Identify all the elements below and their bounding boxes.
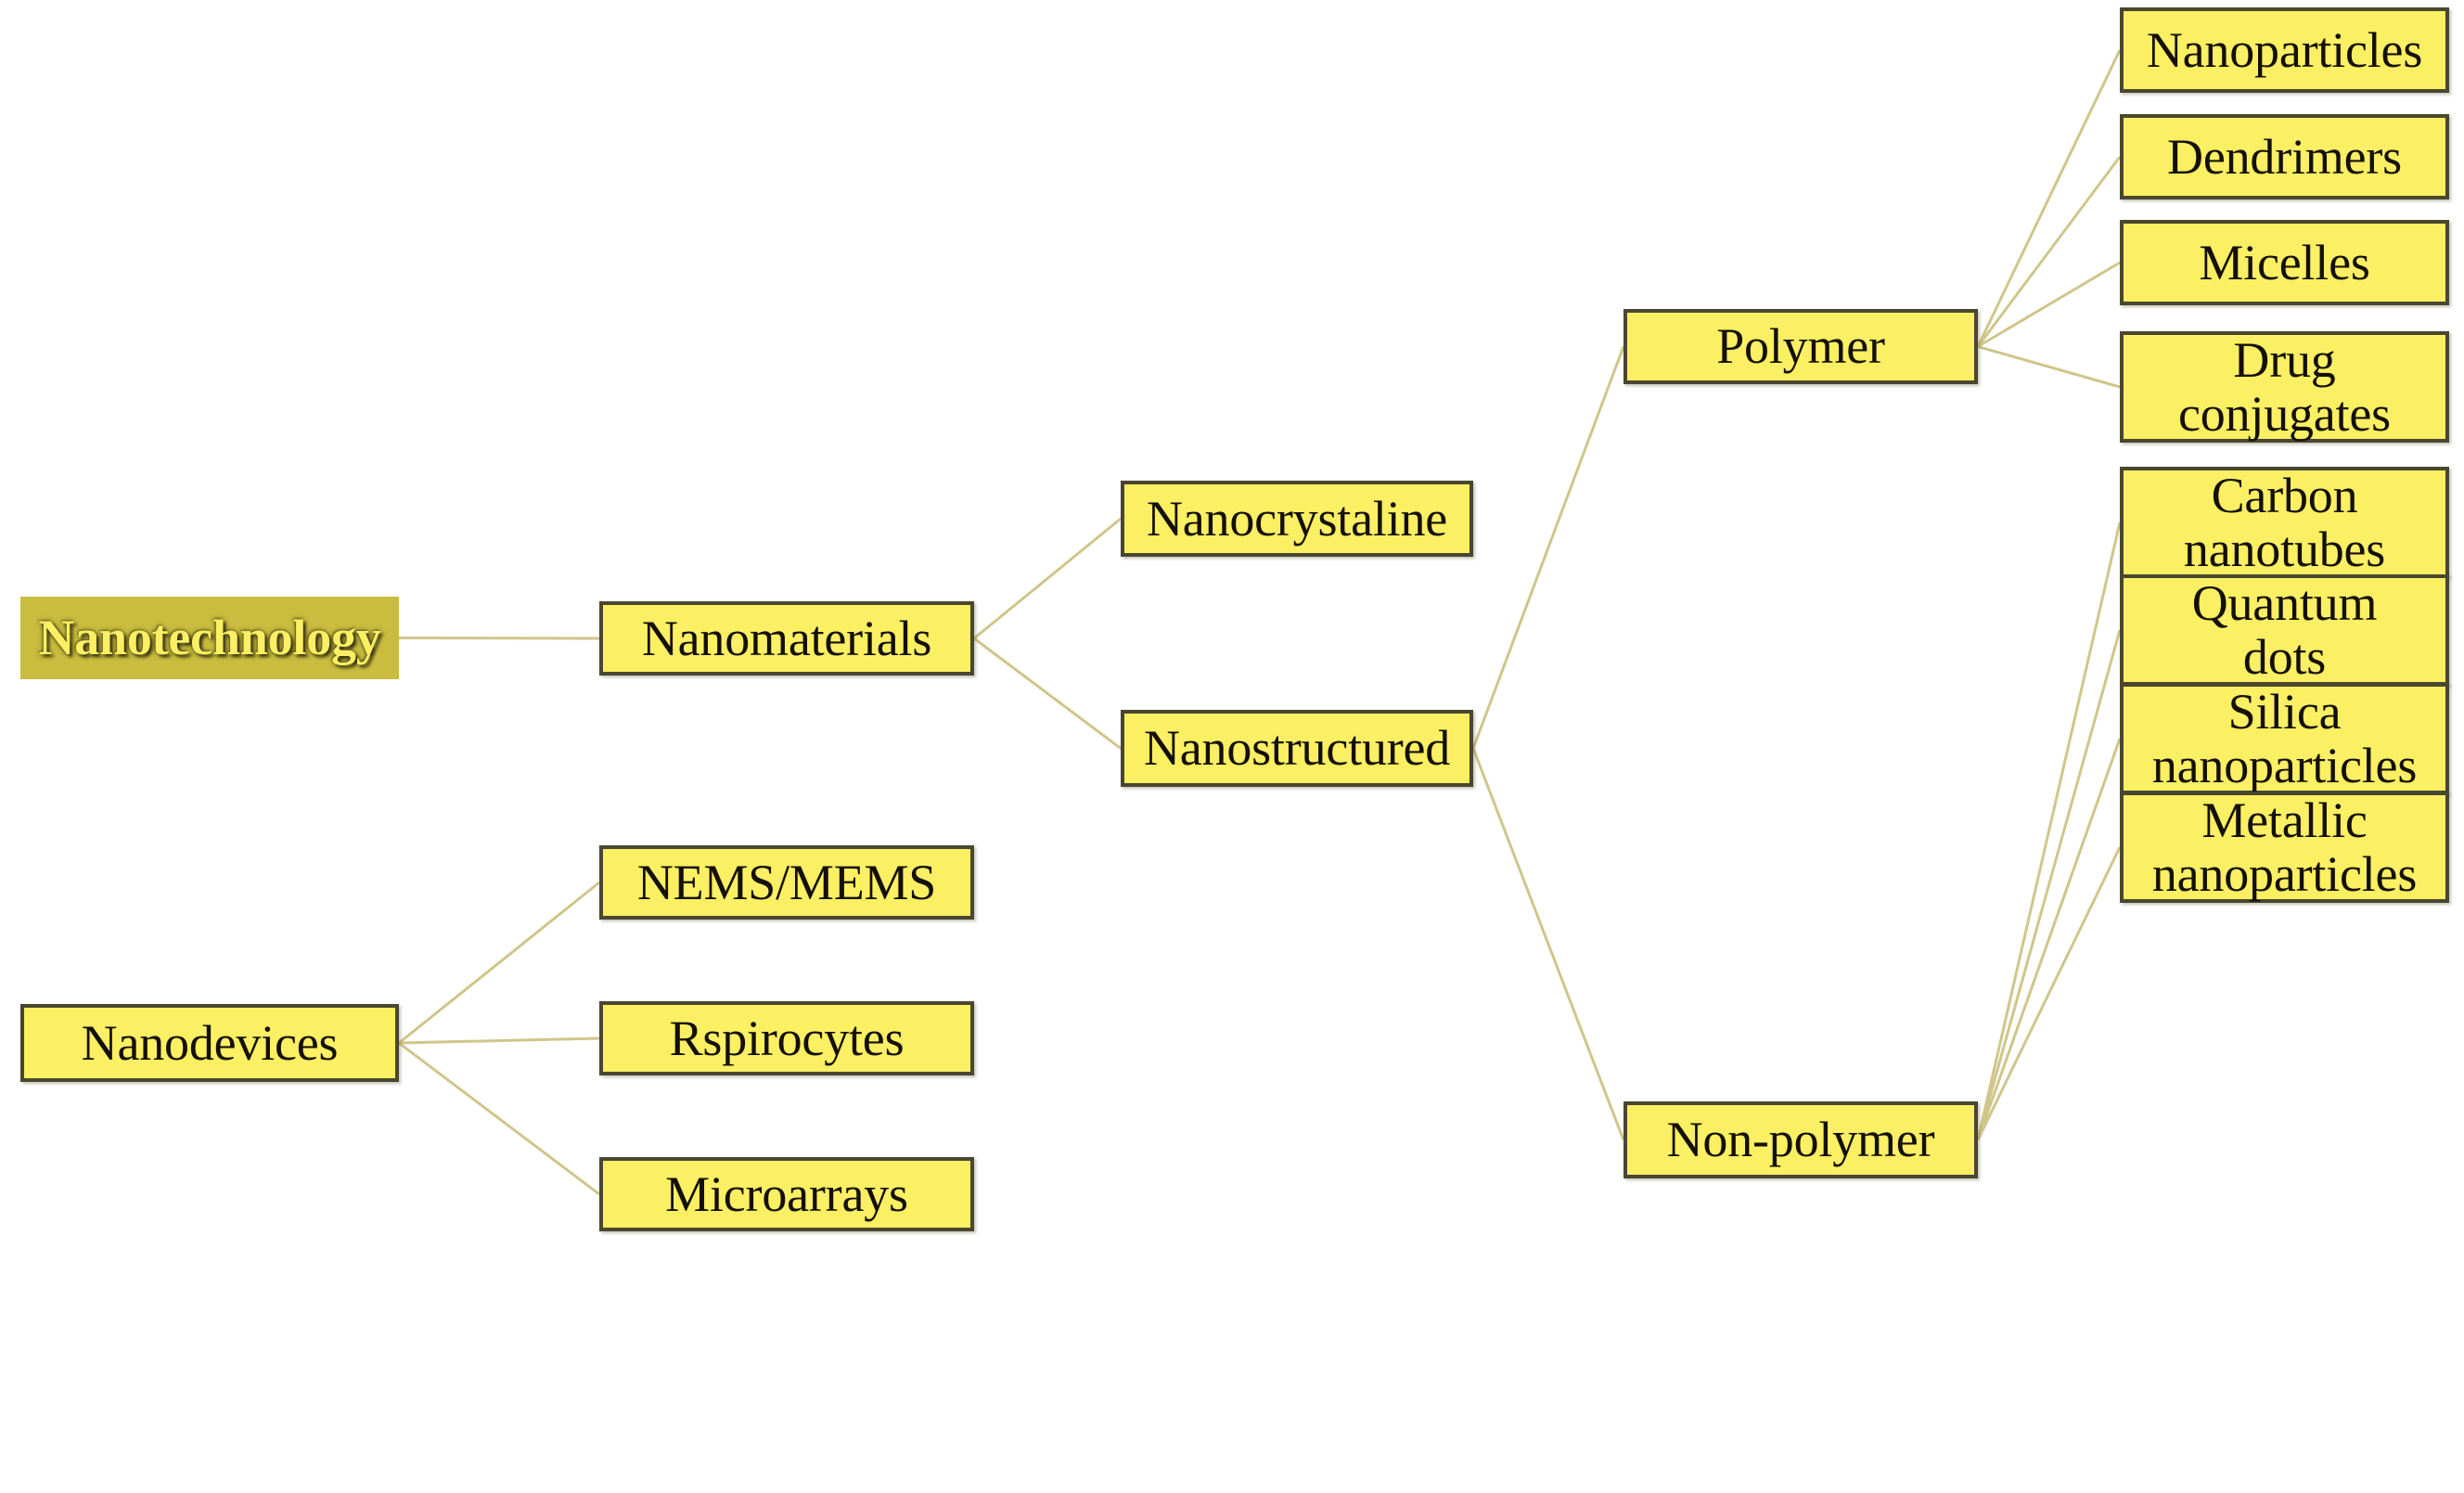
node-label-metallicnanop: Metallic nanoparticles [2151, 792, 2418, 902]
edge-nanodevices-to-microarrays [398, 1041, 600, 1196]
node-label-microarrays: Microarrays [665, 1165, 908, 1222]
node-microarrays[interactable]: Microarrays [599, 1157, 974, 1231]
node-label-silicananop: Silica nanoparticles [2151, 683, 2418, 793]
node-nanodevices[interactable]: Nanodevices [20, 1004, 399, 1082]
node-label-nonpolymer: Non-polymer [1666, 1112, 1935, 1168]
edge-nonpolymer-to-quantumdots [1976, 629, 2122, 1140]
node-label-nanostructured: Nanostructured [1143, 720, 1451, 777]
edge-nonpolymer-to-silicananop [1976, 738, 2122, 1141]
node-micelles[interactable]: Micelles [2120, 220, 2449, 305]
node-nanotechnology[interactable]: Nanotechnology [20, 597, 399, 679]
edge-polymer-to-dendrimers [1976, 156, 2122, 348]
edge-polymer-to-drugconjugates [1977, 345, 2121, 389]
node-nanocrystaline[interactable]: Nanocrystaline [1121, 481, 1473, 557]
node-quantumdots[interactable]: Quantum dots [2120, 574, 2449, 686]
edge-nanotechnology-to-nanomaterials [398, 637, 600, 640]
node-metallicnanop[interactable]: Metallic nanoparticles [2120, 792, 2449, 903]
edge-nanodevices-to-rspirocytes [398, 1036, 600, 1045]
node-label-nanodevices: Nanodevices [81, 1014, 339, 1071]
node-label-quantumdots: Quantum dots [2191, 574, 2378, 685]
node-label-nemsmems: NEMS/MEMS [636, 854, 937, 910]
edge-nanomaterials-to-nanocrystaline [973, 517, 1122, 640]
node-label-nanocrystaline: Nanocrystaline [1146, 490, 1448, 547]
node-label-dendrimers: Dendrimers [2167, 128, 2402, 185]
node-label-drugconjugates: Drug conjugates [2178, 331, 2391, 442]
node-dendrimers[interactable]: Dendrimers [2120, 114, 2449, 199]
node-nanoparticles[interactable]: Nanoparticles [2120, 7, 2449, 93]
node-nanostructured[interactable]: Nanostructured [1121, 710, 1473, 787]
node-label-nanomaterials: Nanomaterials [641, 610, 932, 666]
edge-nanodevices-to-nemsmems [398, 881, 600, 1045]
node-label-polymer: Polymer [1716, 318, 1885, 375]
node-nanomaterials[interactable]: Nanomaterials [599, 601, 974, 676]
edge-nanostructured-to-nonpolymer [1471, 747, 1625, 1141]
node-polymer[interactable]: Polymer [1623, 309, 1978, 384]
node-label-micelles: Micelles [2199, 234, 2370, 290]
node-silicananop[interactable]: Silica nanoparticles [2120, 683, 2449, 794]
node-label-nanotechnology: Nanotechnology [38, 610, 381, 666]
edge-nonpolymer-to-carbonnanotubes [1976, 521, 2122, 1140]
node-nemsmems[interactable]: NEMS/MEMS [599, 845, 974, 920]
edge-polymer-to-nanoparticles [1976, 49, 2122, 348]
edge-nanomaterials-to-nanostructured [973, 637, 1122, 750]
node-label-nanoparticles: Nanoparticles [2146, 21, 2423, 78]
edge-nanostructured-to-polymer [1471, 345, 1625, 750]
node-carbonnanotubes[interactable]: Carbon nanotubes [2120, 467, 2449, 578]
node-label-rspirocytes: Rspirocytes [669, 1010, 905, 1066]
edge-polymer-to-micelles [1977, 261, 2121, 348]
edge-nonpolymer-to-metallicnanop [1976, 846, 2122, 1141]
node-nonpolymer[interactable]: Non-polymer [1623, 1101, 1978, 1178]
node-label-carbonnanotubes: Carbon nanotubes [2183, 467, 2386, 577]
node-rspirocytes[interactable]: Rspirocytes [599, 1001, 974, 1075]
node-drugconjugates[interactable]: Drug conjugates [2120, 331, 2449, 443]
